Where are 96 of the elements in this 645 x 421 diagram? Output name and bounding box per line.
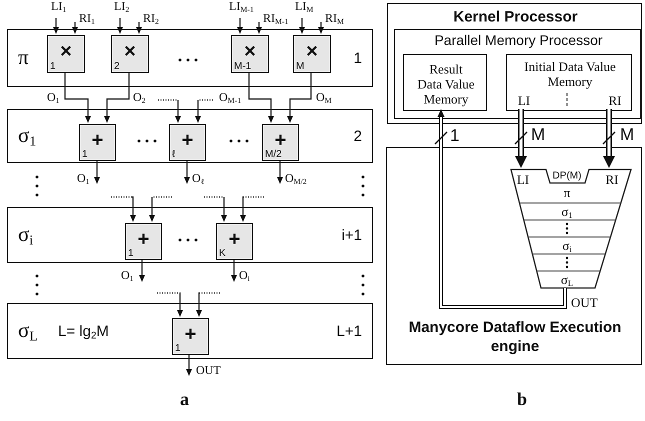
port-label: LI <box>516 172 530 188</box>
unit-index: 2 <box>114 61 120 72</box>
port-label: RI <box>606 172 618 188</box>
processing-unit <box>47 35 85 73</box>
operator-symbol: + <box>228 228 240 251</box>
panel-label: b <box>517 389 528 410</box>
output-label: OUT <box>571 295 598 311</box>
processor-block <box>387 3 642 124</box>
block-label: Result Data Value Memory <box>416 61 476 106</box>
stage-name: π <box>18 45 29 70</box>
stage-band <box>7 207 373 263</box>
stage-name: σ$_{L}$ <box>18 318 38 344</box>
processing-unit <box>216 223 253 260</box>
arrow <box>299 18 305 34</box>
unit-index: 1 <box>82 149 88 160</box>
unit-index: 1 <box>128 248 134 259</box>
stage-name: σ$_{1}$ <box>561 203 573 220</box>
double-line-arrow <box>515 109 527 168</box>
arrow <box>240 196 264 222</box>
arrow <box>72 22 78 34</box>
arrow <box>195 99 213 123</box>
operator-symbol: × <box>244 40 256 62</box>
arrow <box>277 160 283 184</box>
stage-name: σ$_{i}$ <box>18 222 34 248</box>
operator-symbol: + <box>184 323 196 346</box>
stage-number: L+1 <box>336 323 362 340</box>
arrow <box>237 18 243 34</box>
stage-number: 1 <box>354 50 362 67</box>
engine-block <box>386 147 642 365</box>
arrow <box>117 18 123 34</box>
processing-unit <box>125 223 162 260</box>
memory-block <box>403 54 487 111</box>
arrow <box>248 72 274 123</box>
stage-name: σ$_{L}$ <box>560 271 574 288</box>
processing-unit <box>172 318 209 355</box>
arrow <box>196 292 220 317</box>
arrow <box>231 259 237 282</box>
operator-symbol: × <box>60 40 72 64</box>
double-line-arrow <box>603 109 615 168</box>
processing-unit <box>231 35 269 73</box>
arrow <box>139 259 145 282</box>
edge-label: OUT <box>195 364 222 377</box>
operator-symbol: + <box>182 129 194 152</box>
processing-unit <box>262 124 299 161</box>
block-label: Initial Data Value Memory <box>523 59 617 89</box>
port-label: LI <box>518 93 530 109</box>
stage-band <box>7 29 373 87</box>
memory-processor-block <box>394 29 641 119</box>
unit-index: M/2 <box>265 149 282 160</box>
double-line-arrow <box>438 109 567 309</box>
arrow <box>104 72 130 123</box>
processing-unit <box>169 124 206 161</box>
block-title: Manycore Dataflow Execution engine <box>408 318 622 356</box>
pipeline-trapezoid <box>509 169 633 289</box>
operator-symbol: × <box>306 40 318 64</box>
arrow <box>287 72 312 123</box>
stage-number: i+1 <box>342 227 362 244</box>
unit-index: ℓ <box>172 149 176 160</box>
block-title: Parallel Memory Processor <box>434 32 603 48</box>
unit-index: K <box>219 248 226 259</box>
arrow <box>256 22 262 34</box>
stage-number: 2 <box>354 128 362 145</box>
stage-name: σ$_{i}$ <box>562 237 572 254</box>
processing-unit <box>111 35 149 73</box>
unit-index: M <box>296 61 304 72</box>
port-label: RI <box>608 93 622 109</box>
panel-label: a <box>180 389 189 410</box>
arrow <box>94 160 100 184</box>
operator-symbol: + <box>274 129 286 151</box>
arrow <box>136 22 142 34</box>
depth-formula: L= lg$_{2}$M <box>58 323 109 342</box>
operator-symbol: × <box>124 40 136 64</box>
arrow <box>158 99 181 123</box>
stage-name: σ$_{1}$ <box>18 123 36 150</box>
arrow <box>157 292 183 317</box>
unit-index: M-1 <box>234 61 252 72</box>
unit-index: 1 <box>175 343 181 354</box>
arrow <box>204 196 227 222</box>
stage-name: π <box>564 185 570 201</box>
stage-band <box>7 109 373 163</box>
arrow <box>318 22 324 34</box>
pipeline-label: DP(M) <box>552 170 582 182</box>
operator-symbol: + <box>92 129 104 152</box>
arrow <box>64 72 91 123</box>
arrow <box>149 196 172 222</box>
block-title: Kernel Processor <box>453 8 578 26</box>
arrow <box>184 160 190 184</box>
arrow <box>53 18 59 34</box>
arrow <box>111 196 136 222</box>
processing-unit <box>293 35 331 73</box>
memory-block <box>506 54 632 111</box>
stage-band <box>7 303 373 359</box>
arrow <box>186 354 192 376</box>
unit-index: 1 <box>50 61 56 72</box>
operator-symbol: + <box>138 228 150 251</box>
processing-unit <box>79 124 116 161</box>
